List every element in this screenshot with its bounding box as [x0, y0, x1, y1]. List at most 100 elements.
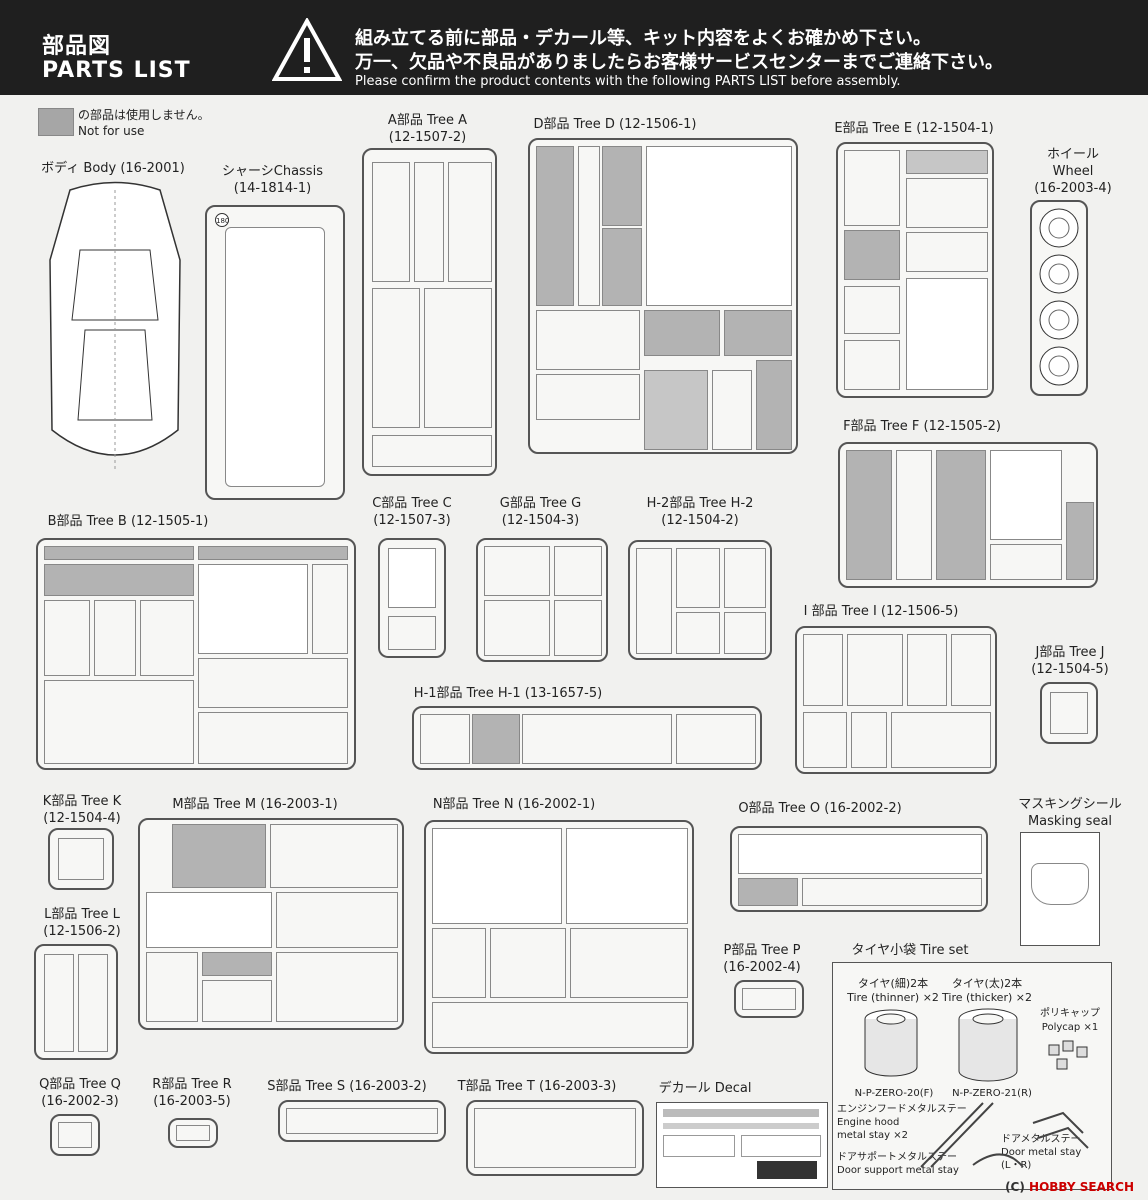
tree-m-label: M部品 Tree M (16-2003-1) — [172, 797, 338, 812]
body-label: ボディ Body (16-2001) — [41, 161, 185, 176]
tree-p-label: P部品 Tree P — [723, 943, 801, 958]
tree-n-sprue — [424, 820, 694, 1054]
tree-h2-label: H-2部品 Tree H-2 — [646, 496, 754, 511]
tree-i-label: I 部品 Tree I (12-1506-5) — [803, 604, 959, 619]
chassis-label-jp: シャーシChassis — [222, 164, 323, 179]
warning-text-jp-2: 万一、欠品や不良品がありましたらお客様サービスセンターまでご連絡下さい。 — [355, 52, 1003, 73]
wheel-label-en: Wheel — [1052, 164, 1094, 179]
support-stay-jp: ドアサポートメタルステー — [837, 1152, 957, 1163]
tree-f-label: F部品 Tree F (12-1505-2) — [843, 419, 1001, 434]
tree-p-code: (16-2002-4) — [723, 960, 801, 975]
tree-g-label: G部品 Tree G — [499, 496, 582, 511]
warning-text-en: Please confirm the product contents with… — [355, 74, 901, 89]
tree-j-sprue — [1040, 682, 1098, 744]
tire-thin-en: Tire (thinner) ×2 — [847, 991, 939, 1004]
tree-t-label: T部品 Tree T (16-2003-3) — [457, 1079, 617, 1094]
tire-thin-icon — [864, 1009, 918, 1077]
page-title-jp: 部品図 — [42, 34, 112, 59]
hood-stay-en-1: Engine hood — [837, 1117, 900, 1128]
tree-g-code: (12-1504-3) — [501, 513, 580, 528]
copyright-mark: (C) — [1005, 1180, 1025, 1194]
masking-label-en: Masking seal — [1027, 814, 1113, 829]
tree-j-code: (12-1504-5) — [1031, 662, 1109, 677]
decal-label: デカール Decal — [658, 1081, 752, 1096]
tire-thick-en: Tire (thicker) ×2 — [942, 991, 1032, 1004]
legend-text-en: Not for use — [78, 124, 145, 138]
tree-q-code: (16-2002-3) — [41, 1094, 119, 1109]
tree-c-label: C部品 Tree C — [372, 496, 452, 511]
tree-e-sprue — [836, 142, 994, 398]
tree-t-sprue — [466, 1100, 644, 1176]
tree-i-sprue — [795, 626, 997, 774]
legend-text-jp: の部品は使用しません。 — [78, 108, 210, 122]
tree-h1-sprue — [412, 706, 762, 770]
warning-triangle-icon — [272, 18, 342, 81]
tire-thick-icon — [958, 1008, 1018, 1082]
watermark: (C) HOBBY SEARCH — [1005, 1180, 1134, 1194]
tree-o-label: O部品 Tree O (16-2002-2) — [738, 801, 902, 816]
body-illustration — [49, 181, 181, 470]
watermark-brand: HOBBY SEARCH — [1029, 1180, 1134, 1194]
tree-b-label: B部品 Tree B (12-1505-1) — [47, 514, 209, 529]
tree-s-label: S部品 Tree S (16-2003-2) — [267, 1079, 427, 1094]
tree-g-sprue — [476, 538, 608, 662]
tree-a-sprue — [362, 148, 497, 476]
tree-r-sprue — [168, 1118, 218, 1148]
chassis-part: 180 — [205, 205, 345, 500]
tree-r-label: R部品 Tree R — [152, 1077, 232, 1092]
tree-l-label: L部品 Tree L — [44, 907, 120, 922]
tree-o-sprue — [730, 826, 988, 912]
tire-thin-code: N-P-ZERO-20(F) — [854, 1088, 934, 1099]
tree-b-sprue — [36, 538, 356, 770]
masking-seal-sheet — [1020, 832, 1100, 946]
tire-thin-jp: タイヤ(細)2本 — [857, 977, 929, 990]
tire-set-label: タイヤ小袋 Tire set — [851, 943, 969, 958]
tree-q-label: Q部品 Tree Q — [39, 1077, 121, 1092]
tree-h2-code: (12-1504-2) — [661, 513, 739, 528]
tree-h2-sprue — [628, 540, 772, 660]
header-bar — [0, 0, 1148, 95]
tree-p-sprue — [734, 980, 804, 1018]
tree-s-sprue — [278, 1100, 446, 1142]
support-stay-en: Door support metal stay — [837, 1165, 959, 1176]
chassis-label-code: (14-1814-1) — [233, 181, 312, 196]
hood-stay-en-2: metal stay ×2 — [837, 1130, 908, 1141]
tree-a-code: (12-1507-2) — [388, 130, 467, 145]
wheel-label-jp: ホイール — [1046, 147, 1099, 162]
tire-set-box: タイヤ(細)2本 Tire (thinner) ×2 タイヤ(太)2本 Tire… — [832, 962, 1112, 1190]
not-used-swatch — [38, 108, 74, 136]
tire-thick-code: N-P-ZERO-21(R) — [952, 1088, 1032, 1099]
polycap-en: Polycap ×1 — [1041, 1022, 1099, 1033]
tree-j-label: J部品 Tree J — [1035, 645, 1105, 660]
door-stay-en-2: (L・R) — [1001, 1160, 1032, 1171]
polycap-jp: ポリキャップ — [1040, 1008, 1100, 1019]
tree-e-label: E部品 Tree E (12-1504-1) — [834, 121, 994, 136]
tree-f-sprue — [838, 442, 1098, 588]
tree-c-code: (12-1507-3) — [373, 513, 451, 528]
warning-text-jp-1: 組み立てる前に部品・デカール等、キット内容をよくお確かめ下さい。 — [355, 28, 931, 49]
tree-k-sprue — [48, 828, 114, 890]
tree-d-sprue — [528, 138, 798, 454]
tire-thick-jp: タイヤ(太)2本 — [951, 977, 1023, 990]
page-title-en: PARTS LIST — [42, 58, 191, 83]
tree-d-label: D部品 Tree D (12-1506-1) — [533, 117, 697, 132]
tree-a-label: A部品 Tree A — [387, 113, 468, 128]
tree-k-code: (12-1504-4) — [43, 811, 121, 826]
masking-label-jp: マスキングシール — [1018, 797, 1122, 812]
tree-m-sprue — [138, 818, 404, 1030]
door-stay-en-1: Door metal stay — [1001, 1147, 1082, 1158]
polycap-icon — [1048, 1040, 1088, 1070]
door-stay-jp: ドアメタルステー — [1001, 1134, 1081, 1145]
tree-n-label: N部品 Tree N (16-2002-1) — [432, 797, 596, 812]
tree-k-label: K部品 Tree K — [42, 794, 122, 809]
tree-r-code: (16-2003-5) — [153, 1094, 231, 1109]
tree-c-sprue — [378, 538, 446, 658]
tree-q-sprue — [50, 1114, 100, 1156]
tree-l-code: (12-1506-2) — [43, 924, 121, 939]
hood-stay-jp: エンジンフードメタルステー — [837, 1104, 967, 1115]
metal-stay-icons — [920, 1102, 1089, 1168]
tree-l-sprue — [34, 944, 118, 1060]
decal-sheet — [656, 1102, 828, 1188]
wheel-sprue — [1030, 200, 1088, 396]
tree-h1-label: H-1部品 Tree H-1 (13-1657-5) — [413, 686, 603, 701]
